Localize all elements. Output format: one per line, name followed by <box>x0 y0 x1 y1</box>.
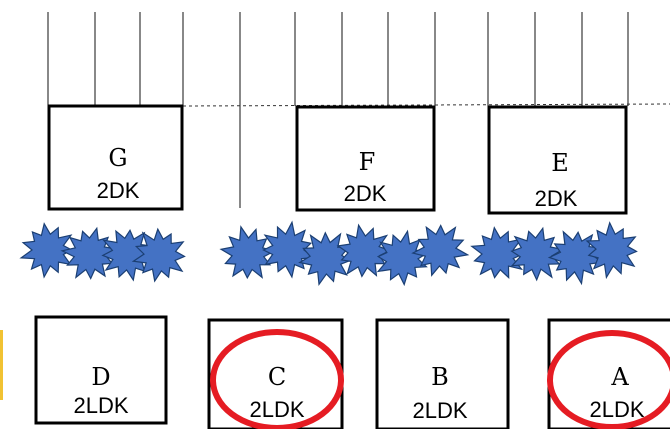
unit-letter: G <box>108 144 127 172</box>
unit-G: G 2DK <box>47 104 184 211</box>
tree-icon <box>470 226 525 279</box>
tree-icon <box>547 230 605 286</box>
tree-icon <box>336 223 392 278</box>
tree-icon <box>219 225 277 280</box>
unit-type: 2DK <box>97 178 140 203</box>
unit-letter: B <box>431 363 449 391</box>
tree-icon <box>411 224 470 277</box>
unit-F: F 2DK <box>295 105 436 212</box>
unit-D: D 2LDK <box>34 315 168 425</box>
highlight-circle-C <box>210 329 344 429</box>
tree-icon <box>376 229 432 287</box>
left-edge-accent <box>0 330 3 400</box>
highlight-circle-A <box>547 330 670 429</box>
unit-type: 2LDK <box>73 393 128 418</box>
unit-box <box>295 105 436 212</box>
unit-letter: D <box>91 363 110 391</box>
unit-type: 2LDK <box>249 397 304 422</box>
unit-box <box>34 315 168 425</box>
unit-type: 2DK <box>344 181 387 206</box>
unit-type: 2LDK <box>412 398 467 423</box>
parking-lines <box>47 12 629 208</box>
unit-type: 2LDK <box>589 397 644 422</box>
unit-letter: E <box>551 149 569 177</box>
unit-letter: A <box>610 363 629 391</box>
unit-box <box>47 104 184 211</box>
unit-box <box>375 318 510 429</box>
tree-icon <box>585 221 638 280</box>
tree-icon <box>19 222 74 279</box>
tree-icon <box>510 226 565 282</box>
unit-E: E 2DK <box>487 105 628 215</box>
unit-B: B 2LDK <box>375 318 510 429</box>
tree-row <box>19 220 638 287</box>
unit-type: 2DK <box>535 186 578 211</box>
unit-letter: F <box>359 148 376 176</box>
unit-letter: C <box>268 363 286 391</box>
tree-icon <box>131 227 186 283</box>
unit-box <box>487 105 628 215</box>
